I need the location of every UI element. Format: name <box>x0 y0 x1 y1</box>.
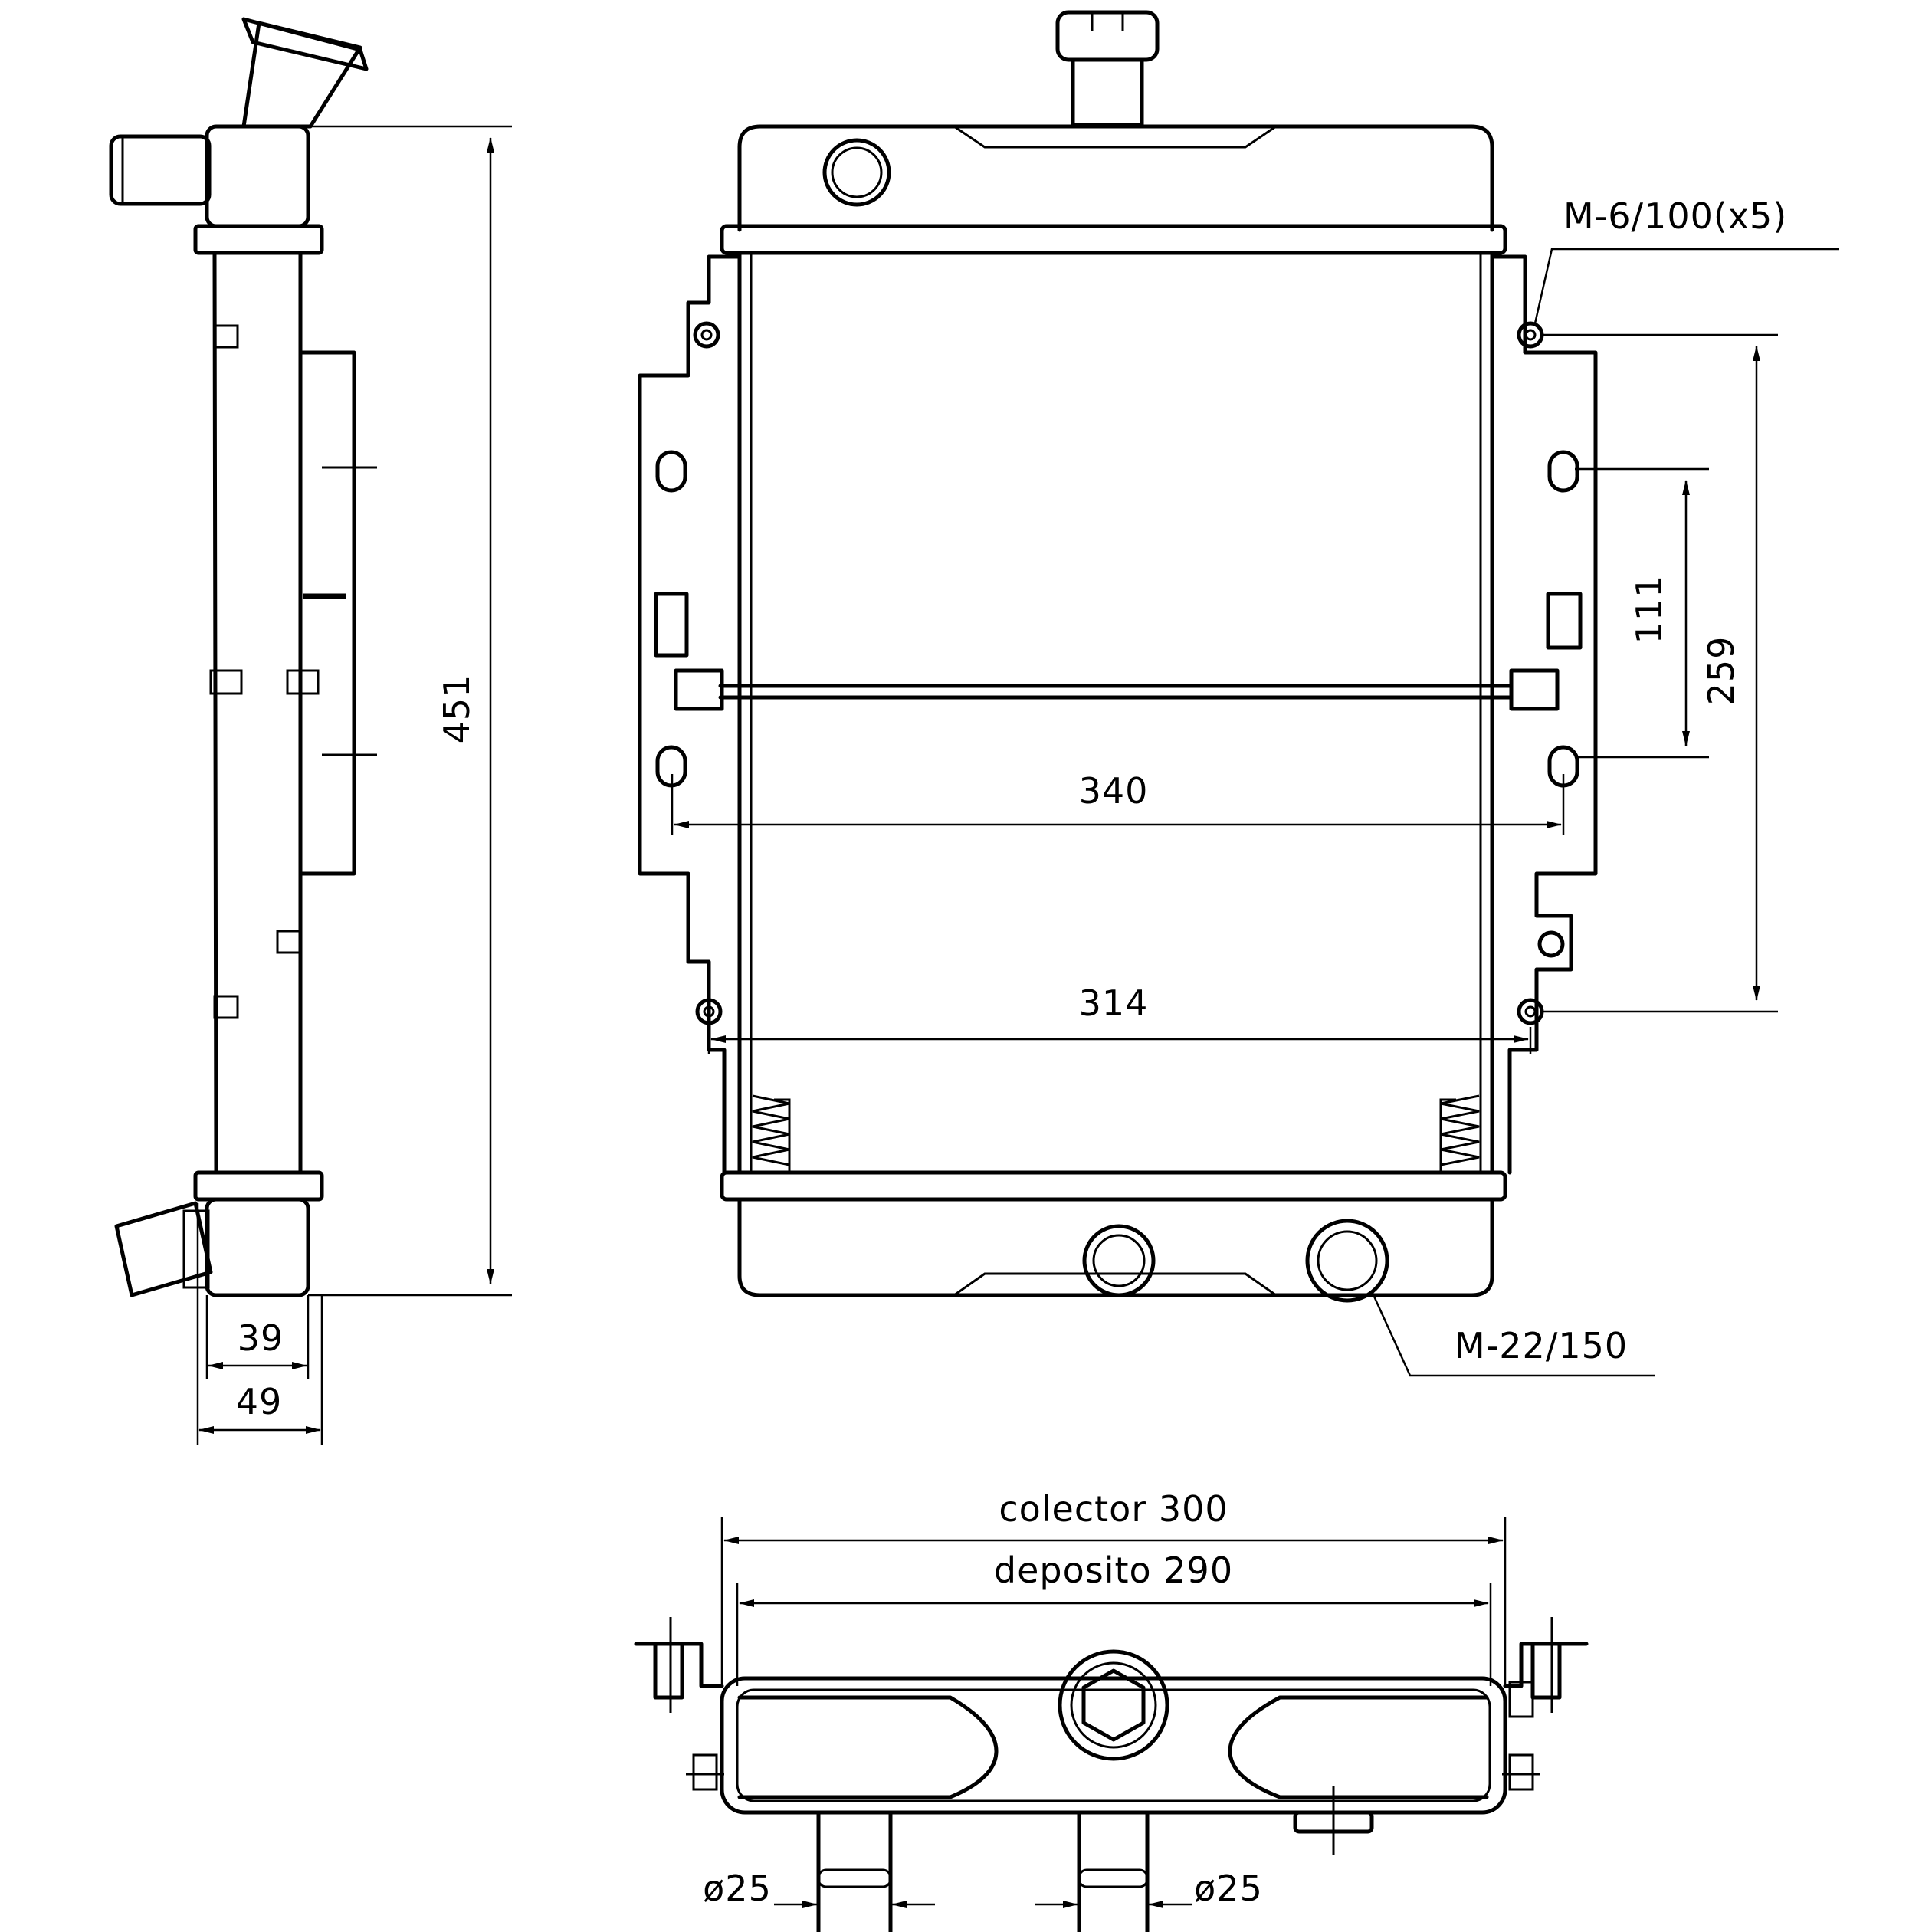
depth-39-label: 39 <box>238 1317 284 1359</box>
pipe-right-diameter-label: ø25 <box>1194 1868 1263 1909</box>
vertical-111-label: 111 <box>1629 575 1670 645</box>
top-view <box>634 1517 1589 1932</box>
colector-label: colector 300 <box>999 1488 1228 1530</box>
depth-49-label: 49 <box>236 1381 283 1422</box>
fins-left <box>752 1094 791 1173</box>
side-view <box>109 17 512 1445</box>
vertical-259-label: 259 <box>1701 636 1742 706</box>
drain-thread-label: M-22/150 <box>1455 1325 1628 1366</box>
deposito-label: deposito 290 <box>994 1550 1233 1591</box>
front-view <box>638 10 1839 1377</box>
pipe-left-diameter-label: ø25 <box>703 1868 772 1909</box>
height-451-label: 451 <box>436 674 477 744</box>
bolt-thread-label: M-6/100(x5) <box>1563 195 1787 237</box>
width-340-label: 340 <box>1079 770 1149 812</box>
width-314-label: 314 <box>1079 982 1149 1024</box>
fins-right <box>1439 1094 1480 1173</box>
